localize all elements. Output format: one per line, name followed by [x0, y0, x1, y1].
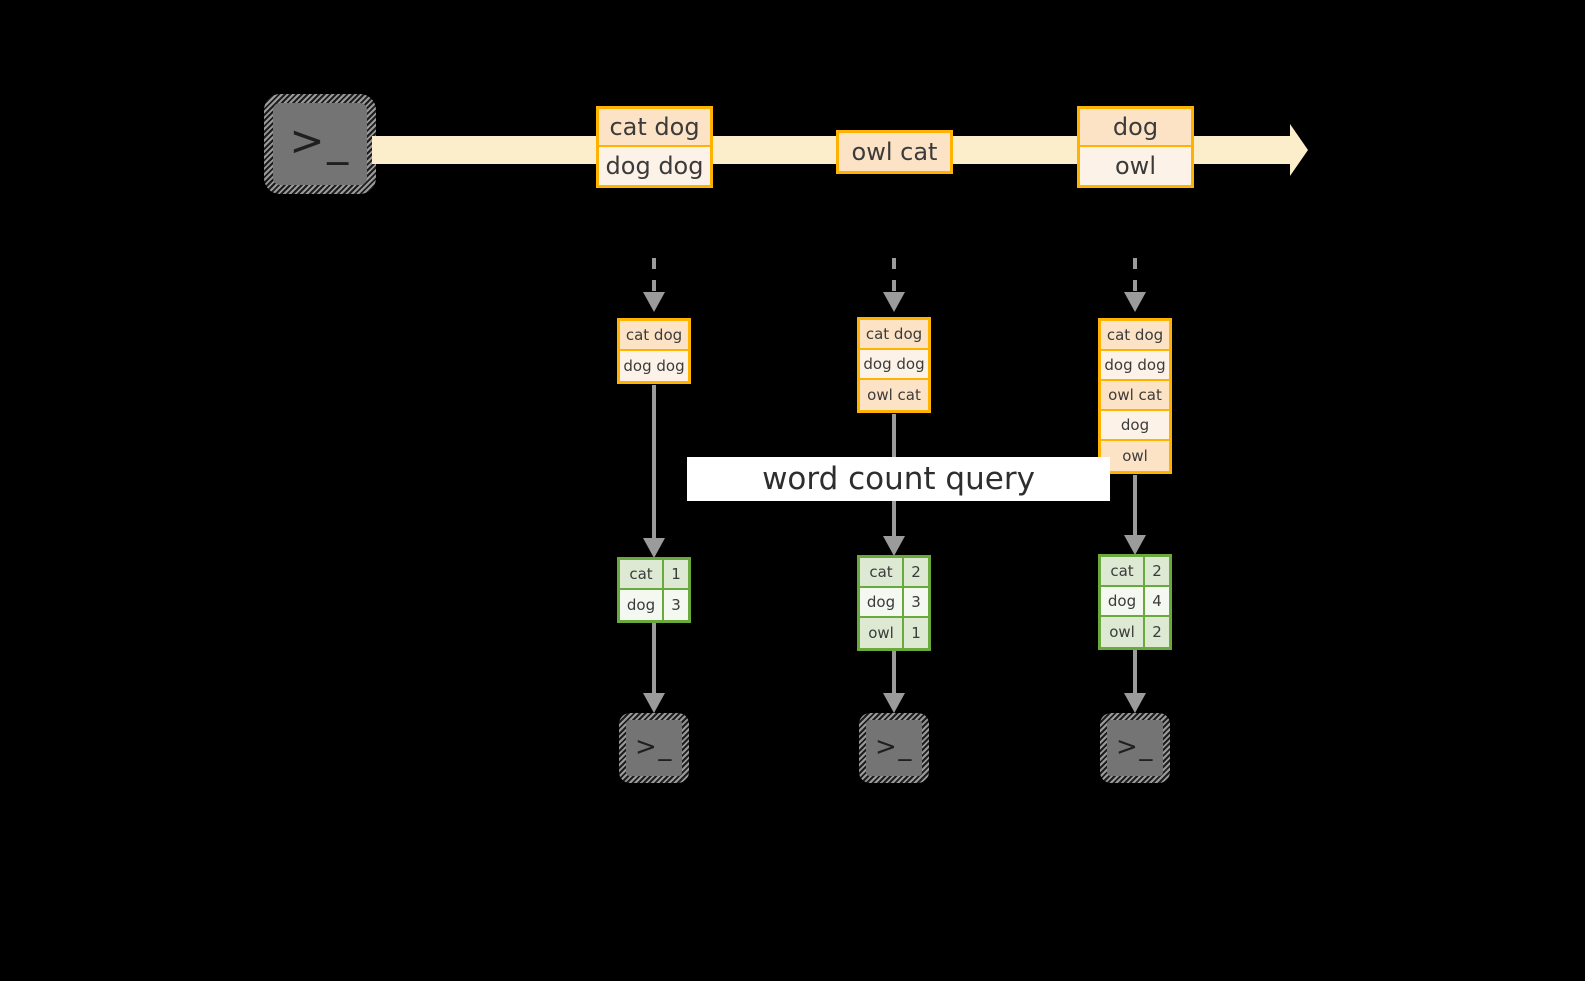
sink-connector — [652, 620, 656, 695]
query-label-text: word count query — [762, 461, 1035, 497]
sink-connector — [1133, 649, 1137, 695]
snapshot-input-row: dog dog — [620, 351, 688, 381]
sink-terminal-icon: >_ — [619, 713, 689, 783]
word-cell: cat — [860, 558, 904, 586]
count-cell: 3 — [911, 593, 921, 611]
snapshot-input-row: owl cat — [1101, 381, 1169, 411]
stream-timeline-arrowhead — [1290, 124, 1308, 176]
stream-event-box[interactable]: owl cat — [836, 130, 953, 174]
stream-event-row: dog dog — [599, 147, 710, 185]
terminal-prompt-glyph: >_ — [1116, 731, 1154, 762]
word-count-table[interactable]: cat 2 dog 4 owl 2 — [1098, 554, 1172, 650]
sink-connector — [892, 650, 896, 695]
snapshot-input-row: cat dog — [1101, 321, 1169, 351]
count-cell: 1 — [911, 624, 921, 642]
snapshot-input-row: cat dog — [620, 321, 688, 351]
count-cell: 4 — [1152, 592, 1162, 610]
word-cell: dog — [860, 588, 904, 616]
stream-event-box[interactable]: cat dog dog dog — [596, 106, 713, 188]
word-cell: owl — [860, 618, 904, 648]
query-connector-arrowhead — [643, 538, 665, 558]
count-cell: 1 — [671, 565, 681, 583]
word-cell: owl — [1101, 617, 1145, 647]
sink-connector-arrowhead — [643, 693, 665, 713]
snapshot-input-row: owl cat — [860, 380, 928, 410]
count-cell: 2 — [1152, 623, 1162, 641]
word-count-row: cat 2 — [1101, 557, 1169, 587]
sink-connector-arrowhead — [883, 693, 905, 713]
snapshot-input-row: dog dog — [1101, 351, 1169, 381]
stream-to-snapshot-arrowhead — [643, 292, 665, 312]
stream-event-row: owl — [1080, 147, 1191, 185]
word-count-table[interactable]: cat 1 dog 3 — [617, 557, 691, 623]
word-cell: dog — [620, 590, 664, 620]
word-count-row: dog 3 — [620, 590, 688, 620]
stream-event-row: owl cat — [839, 133, 950, 171]
query-connector-arrowhead — [883, 536, 905, 556]
snapshot-input-row: cat dog — [860, 320, 928, 350]
stream-to-snapshot-connector — [652, 258, 656, 294]
count-cell: 2 — [911, 563, 921, 581]
snapshot-input-table[interactable]: cat dog dog dog owl cat — [857, 317, 931, 413]
snapshot-input-row: dog dog — [860, 350, 928, 380]
stream-event-row: dog — [1080, 109, 1191, 147]
query-connector — [652, 385, 656, 540]
sink-terminal-icon: >_ — [859, 713, 929, 783]
query-label: word count query — [687, 457, 1110, 501]
sink-connector-arrowhead — [1124, 693, 1146, 713]
snapshot-input-table[interactable]: cat dog dog dog owl cat dog owl — [1098, 318, 1172, 474]
stream-to-snapshot-arrowhead — [1124, 292, 1146, 312]
word-cell: cat — [620, 560, 664, 588]
word-count-row: cat 1 — [620, 560, 688, 590]
snapshot-input-row: dog — [1101, 411, 1169, 441]
count-cell: 2 — [1152, 562, 1162, 580]
stream-to-snapshot-connector — [1133, 258, 1137, 294]
stream-to-snapshot-connector — [892, 258, 896, 294]
stream-event-row: cat dog — [599, 109, 710, 147]
snapshot-input-row: owl — [1101, 441, 1169, 471]
terminal-prompt-glyph: >_ — [635, 731, 673, 762]
word-count-table[interactable]: cat 2 dog 3 owl 1 — [857, 555, 931, 651]
source-terminal-icon: >_ — [264, 94, 376, 194]
word-count-row: owl 2 — [1101, 617, 1169, 647]
word-cell: cat — [1101, 557, 1145, 585]
word-count-row: dog 4 — [1101, 587, 1169, 617]
query-connector-arrowhead — [1124, 535, 1146, 555]
query-connector — [1133, 475, 1137, 540]
terminal-prompt-glyph: >_ — [289, 116, 351, 165]
sink-terminal-icon: >_ — [1100, 713, 1170, 783]
word-count-row: dog 3 — [860, 588, 928, 618]
word-count-row: owl 1 — [860, 618, 928, 648]
stream-event-box[interactable]: dog owl — [1077, 106, 1194, 188]
count-cell: 3 — [671, 596, 681, 614]
terminal-prompt-glyph: >_ — [875, 731, 913, 762]
stream-to-snapshot-arrowhead — [883, 292, 905, 312]
snapshot-input-table[interactable]: cat dog dog dog — [617, 318, 691, 384]
word-count-row: cat 2 — [860, 558, 928, 588]
word-cell: dog — [1101, 587, 1145, 615]
